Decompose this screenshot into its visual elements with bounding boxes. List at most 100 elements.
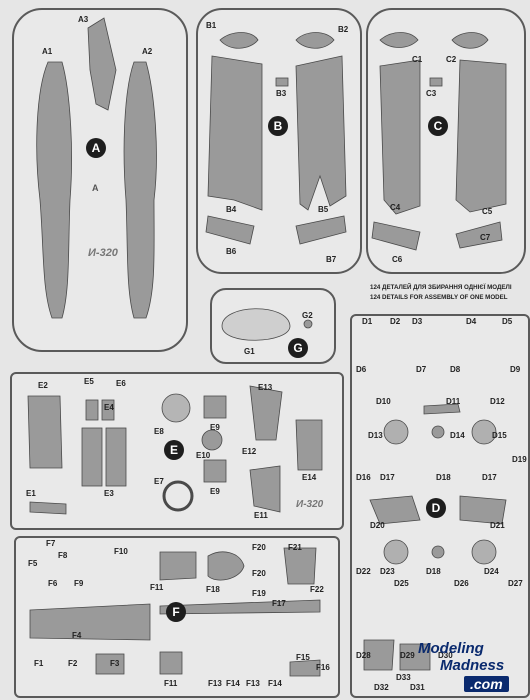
wing-b4: [207, 55, 263, 211]
sprue-a-engraving: И-320: [88, 247, 118, 259]
stabilizer-b7: [295, 215, 347, 245]
part-label-b1: B1: [206, 21, 217, 30]
part-label-f19: F19: [252, 589, 266, 598]
part-label-e4: E4: [104, 403, 114, 412]
part-d29: [399, 643, 431, 671]
part-label-f5: F5: [28, 559, 38, 568]
part-label-f14: F14: [226, 679, 240, 688]
fuselage-half-a1: [36, 61, 72, 319]
part-label-c6: C6: [392, 255, 403, 264]
part-e11: [249, 465, 281, 513]
part-label-d17: D17: [380, 473, 395, 482]
note-english: 124 DETAILS FOR ASSEMBLY OF ONE MODEL: [370, 294, 508, 301]
part-label-c4: C4: [390, 203, 401, 212]
part-label-e2: E2: [38, 381, 48, 390]
part-label-d10: D10: [376, 397, 391, 406]
sprue-d-badge: D: [426, 498, 446, 518]
sprue-g-badge: G: [288, 338, 308, 358]
part-label-d4: D4: [466, 317, 477, 326]
wheel-d18: [431, 425, 445, 439]
part-label-d11: D11: [446, 397, 461, 406]
canopy-g1: [221, 308, 291, 341]
part-f18: [207, 551, 245, 581]
ring-e7: [162, 480, 194, 512]
part-label-d3: D3: [412, 317, 423, 326]
part-label-d14: D14: [450, 431, 465, 440]
drop-tank-c1: [379, 32, 419, 48]
sprue-a-badge: A: [86, 138, 106, 158]
part-label-d25: D25: [394, 579, 409, 588]
part-label-e7: E7: [154, 477, 164, 486]
wheel-e8: [161, 393, 191, 423]
part-g2: [303, 319, 313, 329]
part-label-a3: A3: [78, 15, 89, 24]
logo-line-1: Modeling: [418, 640, 484, 657]
fuselage-half-a2: [123, 61, 157, 319]
part-b3: [275, 77, 289, 87]
part-label-e5: E5: [84, 377, 94, 386]
part-label-b4: B4: [226, 205, 237, 214]
part-label-e3: E3: [104, 489, 114, 498]
part-label-d24: D24: [484, 567, 499, 576]
part-label-d30: D30: [438, 651, 453, 660]
sprue-b-badge: B: [268, 116, 288, 136]
part-label-g1: G1: [244, 347, 255, 356]
bulkhead-f12: [159, 551, 197, 581]
part-label-e1: E1: [26, 489, 36, 498]
part-label-d21: D21: [490, 521, 505, 530]
part-f11: [159, 651, 183, 675]
part-label-f14b: F14: [268, 679, 282, 688]
part-label-e10: E10: [196, 451, 211, 460]
part-label-f9: F9: [74, 579, 84, 588]
sprue-e-badge: E: [164, 440, 184, 460]
part-label-d19: D19: [512, 455, 527, 464]
part-label-f10: F10: [114, 547, 128, 556]
part-f16: [289, 659, 321, 677]
fin-a3: [87, 17, 117, 111]
seat-f3: [95, 653, 125, 675]
part-label-f1: F1: [34, 659, 44, 668]
part-label-f20: F20: [252, 543, 266, 552]
part-label-d27: D27: [508, 579, 523, 588]
part-label-e12: E12: [242, 447, 257, 456]
wing-c5: [455, 59, 507, 213]
part-label-d5: D5: [502, 317, 513, 326]
part-label-e14: E14: [302, 473, 317, 482]
sprue-a-stamp: A: [92, 183, 99, 193]
wing-b5: [295, 55, 347, 211]
part-e13: [249, 385, 283, 441]
part-label-c3: C3: [426, 89, 437, 98]
part-label-d15: D15: [492, 431, 507, 440]
part-label-f3: F3: [110, 659, 120, 668]
part-label-f8: F8: [58, 551, 68, 560]
part-label-f7: F7: [46, 539, 56, 548]
part-label-d26: D26: [454, 579, 469, 588]
part-label-e11: E11: [254, 511, 268, 520]
part-label-f6: F6: [48, 579, 58, 588]
wheel-d23: [383, 539, 409, 565]
part-label-f4: F4: [72, 631, 82, 640]
part-label-b3: B3: [276, 89, 287, 98]
part-label-f13: F13: [208, 679, 222, 688]
note-ukrainian: 124 ДЕТАЛЕЙ ДЛЯ ЗБИРАННЯ ОДНІЄЇ МОДЕЛІ: [370, 284, 512, 291]
part-label-f20b: F20: [252, 569, 266, 578]
part-e4: [85, 399, 99, 421]
logo-line-3: .com: [464, 676, 509, 692]
part-label-b2: B2: [338, 25, 349, 34]
wheel-d18b: [431, 545, 445, 559]
wheel-d17b: [471, 419, 497, 445]
part-label-f13b: F13: [246, 679, 260, 688]
part-label-c1: C1: [412, 55, 423, 64]
part-label-f21: F21: [288, 543, 302, 552]
part-label-e9: E9: [210, 423, 220, 432]
gear-door-d20: [369, 495, 421, 525]
part-label-e9b: E9: [210, 487, 220, 496]
part-label-c2: C2: [446, 55, 457, 64]
part-e4b: [101, 399, 115, 421]
part-e14: [295, 419, 323, 471]
part-label-b6: B6: [226, 247, 237, 256]
part-label-c7: C7: [480, 233, 491, 242]
part-label-e13: E13: [258, 383, 273, 392]
